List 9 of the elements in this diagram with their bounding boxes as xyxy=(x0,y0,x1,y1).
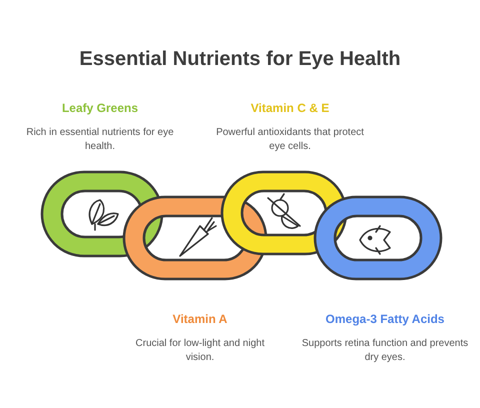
heading: Vitamin A xyxy=(172,311,228,328)
description: Crucial for low-light and night vision. xyxy=(134,337,266,364)
title: Essential Nutrients for Eye Health xyxy=(78,47,402,72)
heading: Vitamin C & E xyxy=(250,100,330,116)
heading: Leafy Greens xyxy=(60,100,140,116)
description: Supports retina function and prevents dry eyes. xyxy=(300,337,470,364)
description: Rich in essential nutrients for eye health. xyxy=(25,126,175,153)
heading: Omega-3 Fatty Acids xyxy=(324,311,446,328)
description: Powerful antioxidants that protect eye cells. xyxy=(215,126,365,153)
